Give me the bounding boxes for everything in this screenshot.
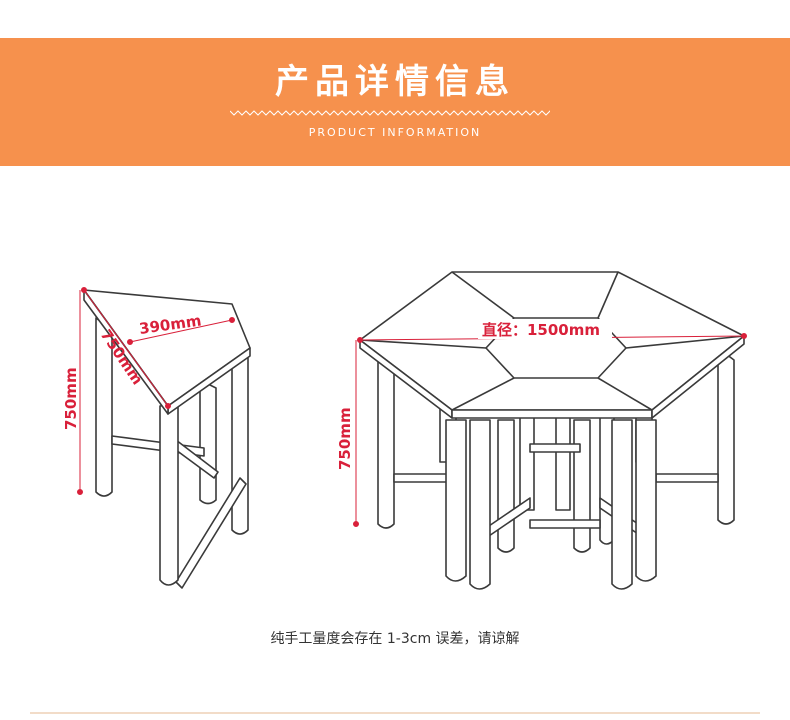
banner-divider <box>230 110 550 116</box>
banner-title: 产品详情信息 <box>275 62 515 102</box>
single-height-label: 750mm <box>62 367 80 430</box>
header-banner: 产品详情信息 PRODUCT INFORMATION <box>0 38 790 166</box>
combined-table-drawing <box>359 271 745 590</box>
banner-subtitle: PRODUCT INFORMATION <box>308 126 482 139</box>
single-table-drawing <box>83 289 251 589</box>
diameter-label-bg <box>478 319 612 339</box>
single-table-dimensions <box>77 287 235 495</box>
combined-diameter-label: 直径：1500mm <box>482 321 600 339</box>
bottom-divider <box>30 712 760 714</box>
measurement-note: 纯手工量度会存在 1-3cm 误差，请谅解 <box>270 631 520 647</box>
combined-height-label: 750mm <box>336 407 354 470</box>
